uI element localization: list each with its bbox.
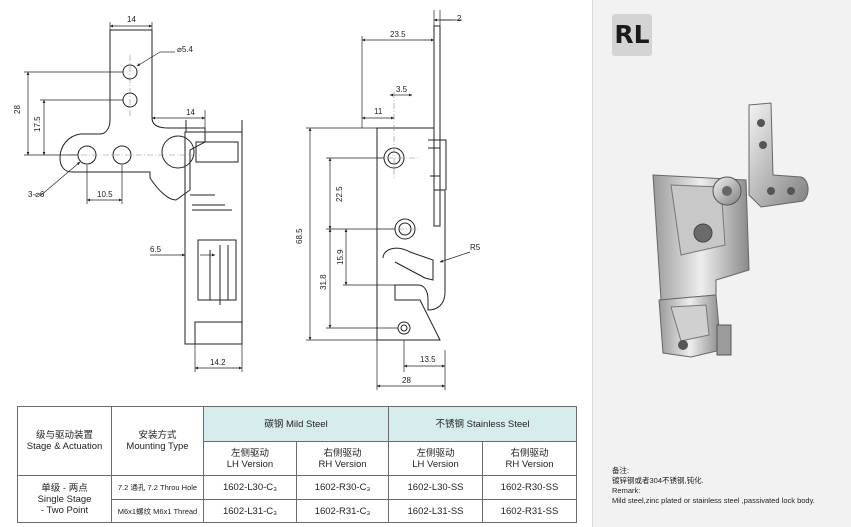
front-view	[376, 25, 447, 341]
dim-31-8: 31.8	[319, 274, 328, 290]
table-cell: 1602-R31-C₃	[295, 499, 390, 523]
mount-through-hole: 7.2 通孔 7.2 Throu Hole	[111, 475, 204, 500]
dim-28-left: 28	[13, 105, 22, 114]
remark-label-cn: 备注:	[612, 466, 630, 475]
dim-13-5: 13.5	[420, 355, 436, 364]
dim-3-holes: 3-⌀6	[28, 190, 45, 199]
dim-14-2: 14.2	[210, 358, 226, 367]
remark-text-cn: 镀锌钢或者304不锈钢,钝化.	[612, 476, 704, 485]
dim-6-5: 6.5	[150, 245, 162, 254]
dim-22-5: 22.5	[335, 186, 344, 202]
dim-17-5: 17.5	[33, 116, 42, 132]
dim-15-9: 15.9	[336, 249, 345, 265]
model-badge: RL	[612, 14, 652, 56]
mount-thread: M6x1螺纹 M6x1 Thread	[111, 499, 204, 523]
dim-hole-dia: ⌀5.4	[177, 45, 193, 54]
technical-drawing: 14 ⌀5.4 28 17.5 14 3-⌀6 10.5 6.5 14.2	[13, 10, 481, 390]
table-cell: 1602-L30-SS	[388, 475, 484, 500]
stainless-steel-header: 不锈钢 Stainless Steel	[388, 406, 578, 442]
stage-value: 单级 - 两点 Single Stage - Two Point	[17, 475, 112, 523]
mounting-header: 安装方式 Mounting Type	[111, 406, 204, 476]
table-cell: 1602-R31-SS	[482, 499, 578, 523]
stage-header: 级与驱动装置 Stage & Actuation	[17, 406, 112, 476]
mild-steel-header: 碳钢 Mild Steel	[202, 406, 390, 442]
dim-68-5: 68.5	[295, 228, 304, 244]
dim-28-bottom: 28	[402, 376, 411, 385]
dim-14-top: 14	[127, 15, 136, 24]
table-cell: 1602-R30-C₃	[295, 475, 390, 500]
dim-10-5: 10.5	[97, 190, 113, 199]
table-cell: 1602-L31-C₃	[203, 499, 297, 523]
dim-r5: R5	[470, 243, 481, 252]
side-view	[59, 29, 243, 345]
product-panel: RL 备注: 镀锌钢或者304不锈钢,钝化. Re	[592, 0, 851, 527]
dim-2: 2	[457, 14, 462, 23]
table-cell: 1602-L30-C₃	[203, 475, 297, 500]
dim-23-5: 23.5	[390, 30, 406, 39]
remark-text-en: Mild steel,zinc plated or stainless stee…	[612, 496, 815, 505]
table-cell: 1602-R30-SS	[482, 475, 578, 500]
dim-11: 11	[374, 107, 383, 116]
latch-product-photo	[652, 102, 809, 358]
dim-3-5: 3.5	[396, 85, 408, 94]
table-cell: 1602-L31-SS	[388, 499, 484, 523]
remark-note: 备注: 镀锌钢或者304不锈钢,钝化. Remark: Mild steel,z…	[612, 466, 848, 506]
part-number-table: 级与驱动装置 Stage & Actuation 安装方式 Mounting T…	[17, 406, 578, 523]
remark-label-en: Remark:	[612, 486, 641, 495]
dim-14-mid: 14	[186, 108, 195, 117]
